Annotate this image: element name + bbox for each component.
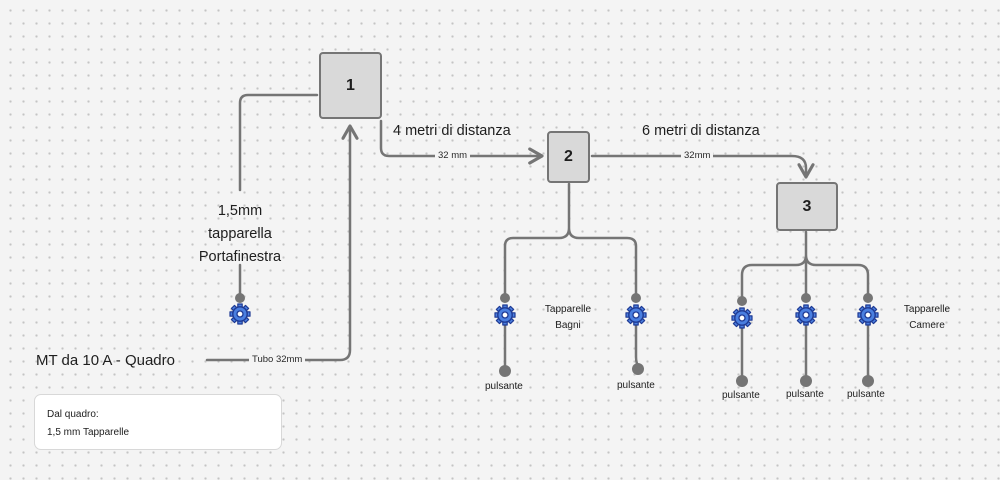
connector-box1-box2: [379, 119, 544, 165]
node-label-2: 2: [564, 148, 573, 165]
portafinestra-label-line1: 1,5mm: [217, 203, 263, 219]
dot-camere-right-top: [863, 293, 873, 303]
connector-box3-branches: [740, 230, 870, 303]
distance-label-1-2: 4 metri di distanza: [393, 123, 511, 139]
dot-camere-left-bottom: [736, 375, 748, 387]
node-label-3: 3: [802, 197, 812, 215]
node-box-2[interactable]: 2: [547, 131, 590, 183]
group-label-camere-line2: Camere: [909, 320, 945, 331]
dot-bagni-left-bottom: [499, 365, 511, 377]
group-label-bagni: Tapparelle Bagni: [531, 302, 605, 334]
dot-portafinestra: [235, 293, 245, 303]
pulsante-label-camere-right: pulsante: [847, 389, 885, 400]
gear-icon-portafinestra: [225, 299, 255, 329]
node-box-3[interactable]: 3: [776, 182, 838, 231]
portafinestra-label-line2: tapparella: [208, 226, 272, 242]
node-label-1: 1: [346, 76, 355, 94]
portafinestra-label-line3: Portafinestra: [198, 249, 282, 265]
pulsante-label-bagni-right: pulsante: [617, 380, 655, 391]
connector-bagni-right-pulsante: [634, 323, 640, 368]
connector-source-box1: [205, 124, 359, 362]
dot-camere-mid-top: [801, 293, 811, 303]
group-label-bagni-line2: Bagni: [555, 320, 581, 331]
connector-box2-branches: [503, 182, 638, 300]
group-label-bagni-line1: Tapparelle: [544, 304, 592, 315]
pulsante-label-bagni-left: pulsante: [485, 381, 523, 392]
gear-icon-bagni-left: [490, 300, 520, 330]
dot-bagni-right-top: [631, 293, 641, 303]
edge-label-2-3: 32mm: [681, 150, 714, 161]
edge-label-source: Tubo 32mm: [249, 354, 306, 365]
dot-camere-mid-bottom: [800, 375, 812, 387]
note-card[interactable]: Dal quadro: 1,5 mm Tapparelle: [34, 394, 282, 450]
source-label: MT da 10 A - Quadro: [36, 352, 175, 369]
portafinestra-label: 1,5mm tapparella Portafinestra: [180, 200, 300, 269]
gear-icon-camere-mid: [791, 300, 821, 330]
note-line1: Dal quadro:: [47, 409, 99, 420]
dot-camere-right-bottom: [862, 375, 874, 387]
distance-label-2-3: 6 metri di distanza: [642, 123, 760, 139]
pulsante-label-camere-mid: pulsante: [786, 389, 824, 400]
pulsante-label-camere-left: pulsante: [722, 390, 760, 401]
edge-label-1-2: 32 mm: [435, 150, 471, 161]
connector-box2-box3: [590, 154, 815, 179]
connector-portafinestra-box1: [238, 93, 319, 192]
gear-icon-bagni-right: [621, 300, 651, 330]
gear-icon-camere-right: [853, 300, 883, 330]
group-label-camere: Tapparelle Camere: [890, 302, 964, 334]
dot-bagni-left-top: [500, 293, 510, 303]
gear-icon-camere-left: [727, 303, 757, 333]
group-label-camere-line1: Tapparelle: [903, 304, 951, 315]
dot-camere-left-top: [737, 296, 747, 306]
node-box-1[interactable]: 1: [319, 52, 382, 119]
note-line2: 1,5 mm Tapparelle: [47, 427, 130, 438]
dot-bagni-right-bottom: [632, 363, 644, 375]
